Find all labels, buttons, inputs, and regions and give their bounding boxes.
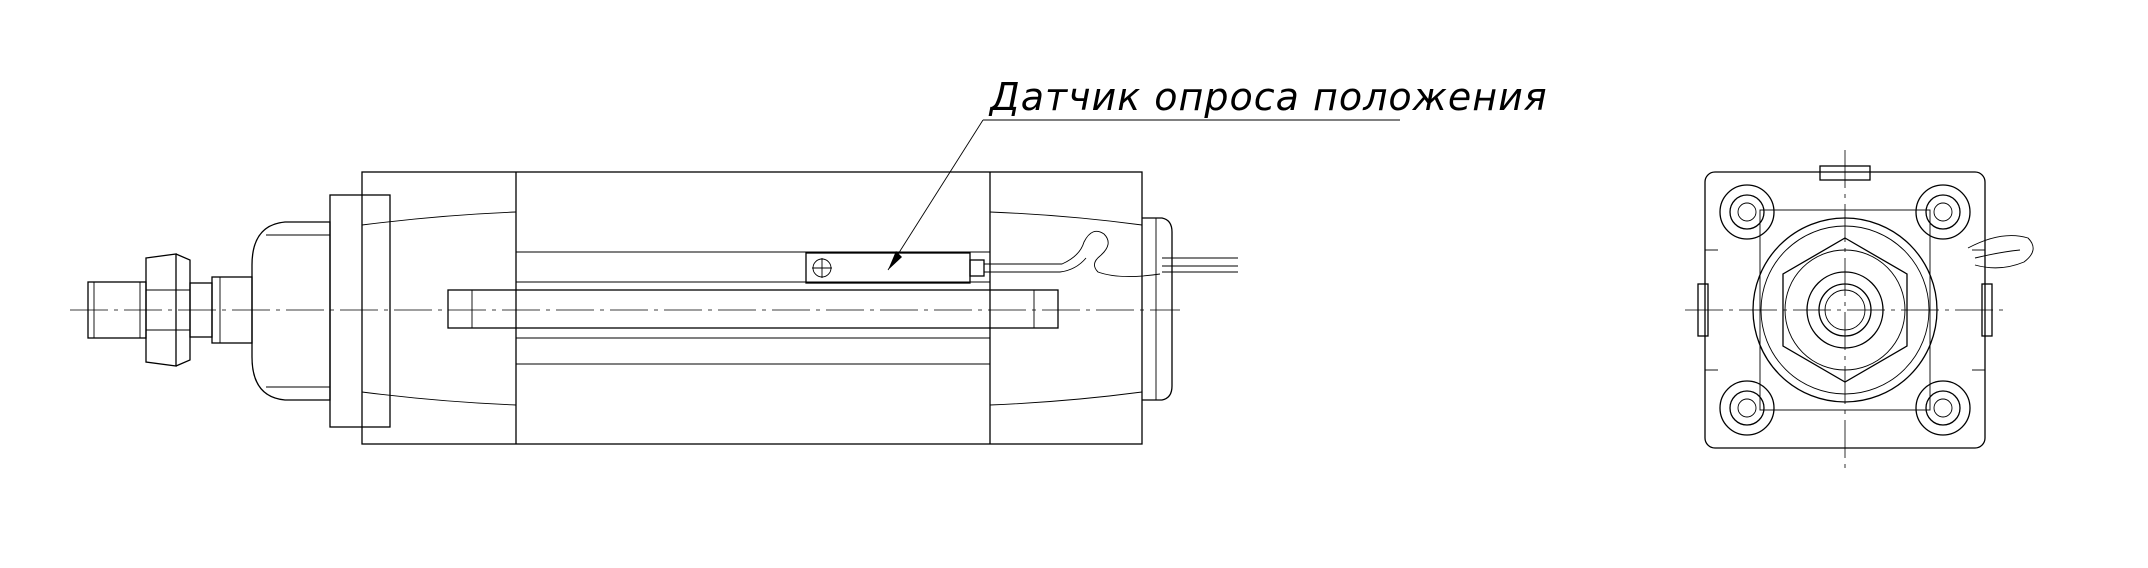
sensor-cable-loop <box>1967 235 2034 269</box>
corner-bolt-top-left <box>1719 184 1775 240</box>
front-end-cap <box>251 221 331 401</box>
callout-label: Датчик опроса положения <box>988 75 1548 119</box>
rear-end-cap <box>1142 217 1173 401</box>
corner-bolt-bottom-right <box>1915 380 1971 436</box>
position-sensor <box>805 252 985 284</box>
sensor-cable <box>984 230 1238 277</box>
cylinder-side-view: Датчик опроса положения <box>70 75 1548 445</box>
end-plate <box>1697 165 1993 449</box>
front-flange <box>329 194 391 428</box>
corner-bolt-bottom-left <box>1719 380 1775 436</box>
cylinder-front-view <box>1685 150 2034 470</box>
cylinder-barrel <box>361 171 1143 445</box>
rod-boss <box>1752 217 1938 403</box>
callout-leader <box>887 119 1400 271</box>
sensor-slot <box>447 289 1059 329</box>
corner-bolt-top-right <box>1915 184 1971 240</box>
